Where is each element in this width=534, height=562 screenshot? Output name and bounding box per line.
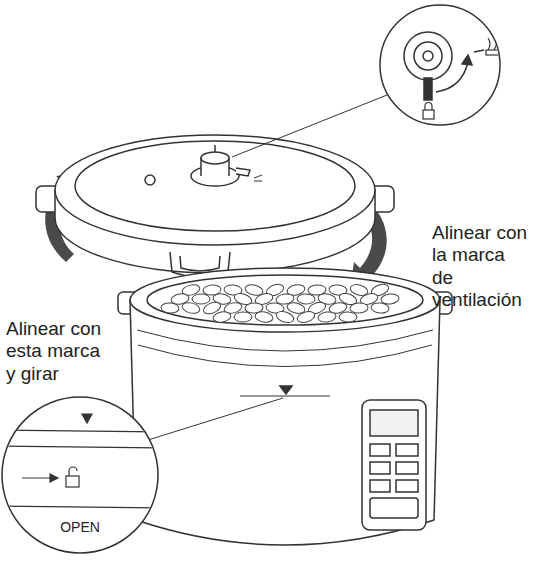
open-mark-text: OPEN [50,519,110,536]
leader-line [148,398,283,440]
bean [339,312,357,322]
bean [350,303,368,314]
bean [297,294,315,304]
bean [254,311,273,324]
bean [161,302,180,313]
valve-inset [380,5,500,125]
pot [118,268,452,545]
open-instruction: Alinear con esta marca y girar [6,318,110,385]
vent-instruction: Alinear con la marca de ventilación [432,222,528,312]
bean [212,311,231,324]
bean [181,301,201,315]
bean [234,312,252,322]
bean [275,309,295,324]
bean [192,294,210,304]
bean [296,310,316,325]
bean [317,311,336,323]
lid [36,135,394,277]
leader-line [232,95,387,157]
bean [370,302,389,314]
food [161,282,400,325]
open-mark-inset [0,397,160,553]
